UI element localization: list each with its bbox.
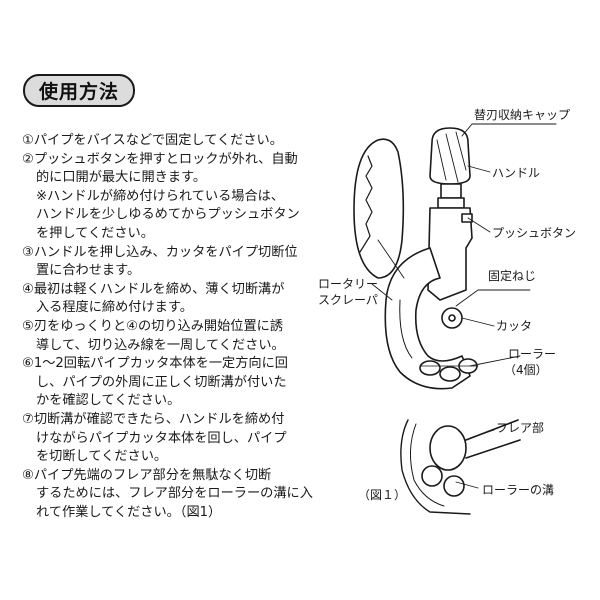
handle-neck-shape: [440, 183, 462, 199]
step-4: ④最初は軽くハンドルを締め、薄く切断溝が 入る程度に締め付けます。: [22, 281, 322, 318]
step-6: ⑥1～2回転パイプカッタ本体を一定方向に回 し、パイプの外周に正しく切断溝が付い…: [22, 355, 322, 411]
step-note-line: を押してください。: [36, 225, 154, 241]
step-line: ⑦切断溝が確認できたら、ハンドルを締め付: [22, 411, 285, 427]
step-line: 入る程度に締め付けます。: [36, 300, 193, 316]
step-line: 導して、切り込み線を一周してください。: [36, 337, 285, 353]
label-rotary-scraper-1: ロータリー: [318, 277, 379, 291]
label-set-screw: 固定ねじ: [488, 269, 537, 283]
label-roller-groove: ローラーの溝: [482, 483, 555, 497]
label-spare-blade-cap: 替刃収納キャップ: [474, 108, 571, 122]
step-5: ⑤刃をゆっくりと④の切り込み開始位置に誘 導して、切り込み線を一周してください。: [22, 318, 322, 355]
step-2: ②プッシュボタンを押すとロックが外れ、自動 的に口開が最大に開きます。 ※ハンド…: [22, 151, 322, 244]
rollers-shape: [419, 358, 479, 382]
section-title-badge: 使用方法: [23, 74, 135, 107]
c-frame-shape: [384, 247, 471, 390]
label-roller: ローラー: [508, 347, 557, 361]
step-7: ⑦切断溝が確認できたら、ハンドルを締め付 けながらパイプカッタ本体を回し、パイプ…: [22, 411, 322, 467]
label-handle: ハンドル: [492, 166, 541, 180]
step-line: ⑥1～2回転パイプカッタ本体を一定方向に回: [22, 356, 288, 372]
step-line: 置に合わせます。: [36, 263, 141, 279]
step-line: 的に口開が最大に開きます。: [36, 170, 207, 186]
step-line: ④最初は軽くハンドルを締め、薄く切断溝が: [22, 281, 285, 297]
step-line: を切断してください。: [36, 449, 168, 465]
step-line: ③ハンドルを押し込み、カッタをパイプ切断位: [22, 244, 298, 260]
step-1: ①パイプをバイスなどで固定してください。: [22, 132, 322, 151]
figure-caption: （図１）: [358, 488, 407, 502]
label-roller-count: （4個）: [504, 363, 548, 377]
step-3: ③ハンドルを押し込み、カッタをパイプ切断位 置に合わせます。: [22, 244, 322, 281]
instructions-list: ①パイプをバイスなどで固定してください。 ②プッシュボタンを押すとロックが外れ、…: [22, 132, 322, 522]
section-title: 使用方法: [38, 81, 119, 103]
label-rotary-scraper-2: スクレーパ: [318, 293, 378, 307]
step-line: かを確認してください。: [36, 393, 181, 409]
step-line: ⑤刃をゆっくりと④の切り込み開始位置に誘: [22, 318, 284, 334]
step-line: ⑧パイプ先端のフレア部分を無駄なく切断: [22, 467, 272, 483]
scraper-inset-shape: [353, 138, 405, 279]
label-push-button: プッシュボタン: [492, 226, 577, 240]
step-line: けながらパイプカッタ本体を回し、パイプ: [36, 430, 287, 446]
step-line: ①パイプをバイスなどで固定してください。: [22, 133, 283, 148]
pipe-cutter-illustration: [353, 123, 557, 515]
label-flare: フレア部: [496, 421, 545, 435]
handle-cap-shape: [429, 127, 471, 185]
step-line: れて作業してください。（図1）: [36, 504, 222, 520]
step-line: するためには、フレア部分をローラーの溝に入: [36, 486, 313, 502]
step-line: ②プッシュボタンを押すとロックが外れ、自動: [22, 151, 298, 167]
cutter-wheel-shape: [441, 307, 463, 329]
step-line: し、パイプの外周に正しく切断溝が付いた: [36, 374, 287, 390]
label-cutter: カッタ: [496, 319, 533, 333]
detail-frame-shape: [400, 419, 471, 515]
pipe-end-shape: [429, 425, 467, 471]
step-note-line: ハンドルを少しゆるめてからプッシュボタン: [36, 207, 300, 223]
step-note-line: ※ハンドルが締め付けられている場合は、: [36, 188, 285, 204]
step-8: ⑧パイプ先端のフレア部分を無駄なく切断 するためには、フレア部分をローラーの溝に…: [22, 467, 322, 523]
